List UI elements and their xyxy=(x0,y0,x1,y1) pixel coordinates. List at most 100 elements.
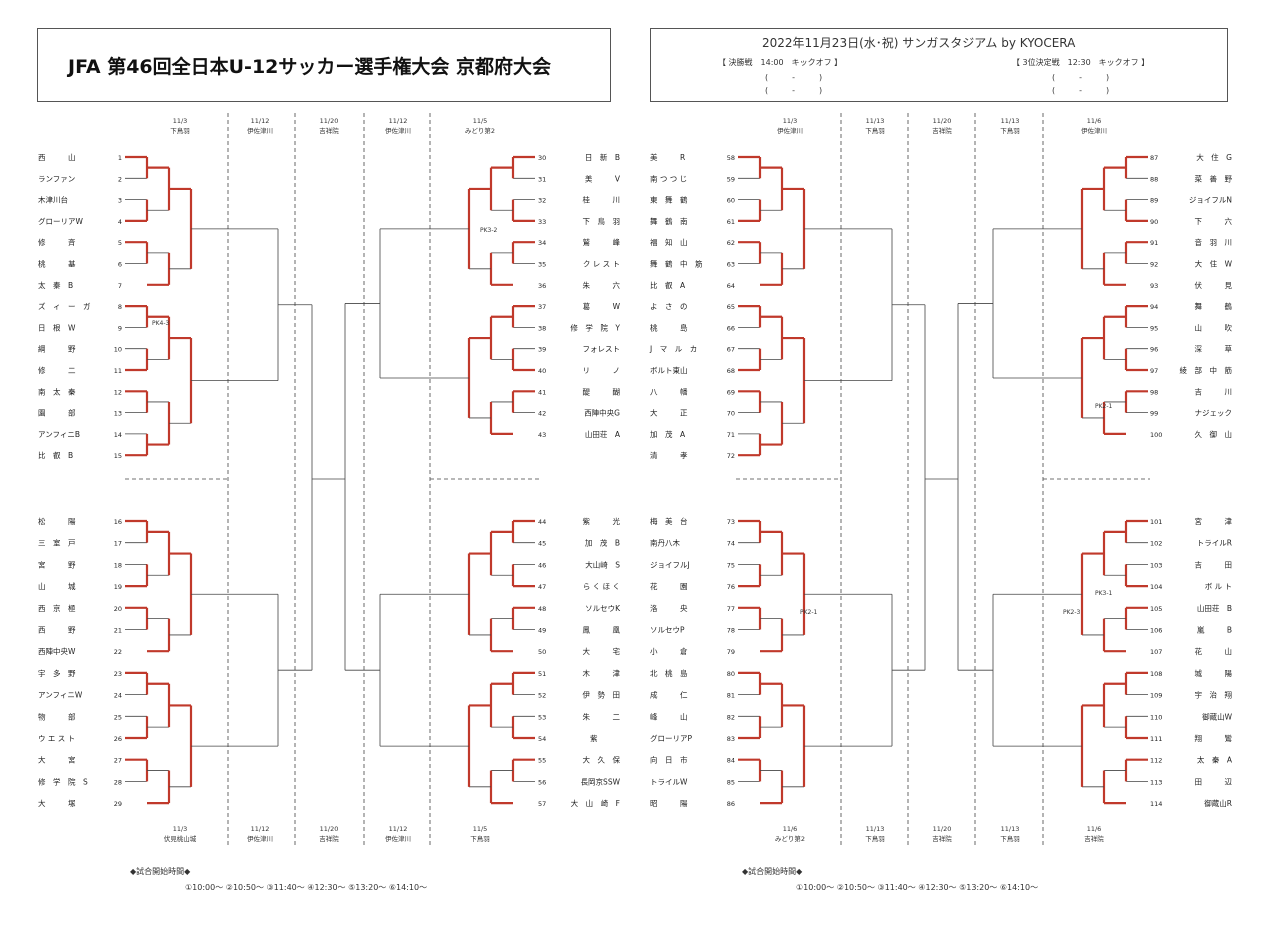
team-name: 物 部 xyxy=(38,711,76,721)
round-date: 11/6 xyxy=(1086,117,1102,125)
team-number: 47 xyxy=(538,583,546,591)
page-title: JFA 第46回全日本U-12サッカー選手権大会 京都府大会 xyxy=(68,56,551,78)
round-date: 11/12 xyxy=(250,825,270,833)
team-number: 40 xyxy=(538,367,546,375)
team-number: 103 xyxy=(1150,561,1162,569)
team-number: 79 xyxy=(727,648,735,656)
round-venue: みどり第2 xyxy=(464,127,496,135)
team-number: 96 xyxy=(1150,346,1158,354)
team-number: 22 xyxy=(114,648,122,656)
team-number: 112 xyxy=(1150,757,1162,765)
team-name: 鳳 凰 xyxy=(583,626,621,635)
team-number: 107 xyxy=(1150,648,1162,656)
team-name: 鷲 峰 xyxy=(583,237,621,247)
round-venue: 吉祥院 xyxy=(319,127,339,135)
team-number: 18 xyxy=(114,561,122,569)
round-venue: 吉祥院 xyxy=(932,127,952,135)
round-date: 11/5 xyxy=(472,117,488,125)
team-number: 111 xyxy=(1150,735,1162,743)
team-number: 28 xyxy=(114,778,122,786)
team-name: 紫 xyxy=(590,734,620,743)
team-name: 八 幡 xyxy=(650,386,688,396)
team-name: 比 叡 A xyxy=(650,280,686,290)
team-number: 12 xyxy=(114,388,122,396)
round-venue: 伊佐津川 xyxy=(247,127,273,135)
team-number: 1 xyxy=(118,154,122,162)
round-date: 11/6 xyxy=(782,825,798,833)
team-number: 83 xyxy=(727,735,735,743)
team-number: 74 xyxy=(727,540,735,548)
team-number: 77 xyxy=(727,605,735,613)
third-match: 【 3位決定戦 12:30 キックオフ 】 xyxy=(1012,58,1150,67)
team-name: 西陣中央G xyxy=(584,408,620,418)
team-name: よ さ の xyxy=(650,302,688,311)
round-venue: 下鳥羽 xyxy=(1000,835,1020,843)
team-name: 東 舞 鶴 xyxy=(650,195,688,205)
team-number: 21 xyxy=(114,627,122,635)
team-name: 山田荘 A xyxy=(585,429,621,439)
round-venue: みどり第2 xyxy=(774,835,806,843)
team-number: 65 xyxy=(727,303,735,311)
team-number: 26 xyxy=(114,735,122,743)
round-venue: 下鳥羽 xyxy=(1000,127,1020,135)
team-name: ク レ ス ト xyxy=(583,260,620,269)
team-name: ズ ィ ー ガ xyxy=(38,301,91,311)
round-venue: 下鳥羽 xyxy=(170,127,190,135)
round-date: 11/3 xyxy=(782,117,798,125)
team-number: 15 xyxy=(114,452,122,460)
team-number: 41 xyxy=(538,388,546,396)
team-name: 下 鳥 羽 xyxy=(583,216,621,226)
team-name: 城 陽 xyxy=(1195,669,1233,678)
team-number: 66 xyxy=(727,324,735,332)
team-number: 54 xyxy=(538,735,546,743)
team-name: 長岡京SSW xyxy=(581,776,621,786)
team-number: 75 xyxy=(727,561,735,569)
team-number: 78 xyxy=(727,627,735,635)
round-venue: 下鳥羽 xyxy=(865,835,885,843)
round-date: 11/20 xyxy=(932,825,952,833)
team-name: 大 塚 xyxy=(38,798,76,808)
team-number: 8 xyxy=(118,303,122,311)
round-venue: 下鳥羽 xyxy=(865,127,885,135)
team-name: 音 羽 川 xyxy=(1195,237,1233,247)
team-name: J マ ル カ xyxy=(649,345,697,354)
team-name: ら く ほ く xyxy=(583,582,620,591)
team-name: 舞 鶴 xyxy=(1195,301,1233,311)
team-number: 48 xyxy=(538,605,546,613)
team-name: 園 部 xyxy=(38,408,76,418)
team-number: 32 xyxy=(538,197,546,205)
team-name: 美 R xyxy=(650,152,685,162)
team-number: 11 xyxy=(114,367,122,375)
team-number: 94 xyxy=(1150,303,1158,311)
team-name: 田 辺 xyxy=(1195,777,1233,786)
team-name: 紫 光 xyxy=(583,516,621,526)
round-venue: 下鳥羽 xyxy=(470,835,490,843)
team-name: 宮 津 xyxy=(1195,516,1233,526)
team-number: 100 xyxy=(1150,431,1162,439)
team-number: 101 xyxy=(1150,518,1162,526)
team-number: 55 xyxy=(538,757,546,765)
team-name: 宇 多 野 xyxy=(38,668,76,678)
team-name: フォレスト xyxy=(583,345,621,354)
team-number: 84 xyxy=(727,757,735,765)
round-venue: 伊佐津川 xyxy=(777,127,803,135)
team-number: 37 xyxy=(538,303,546,311)
round-venue: 伊佐津川 xyxy=(1081,127,1107,135)
team-name: 南 つ つ じ xyxy=(650,173,687,183)
team-number: 17 xyxy=(114,540,122,548)
final-date: 2022年11月23日(水･祝) サンガスタジアム by KYOCERA xyxy=(762,36,1076,50)
team-name: 菜 善 野 xyxy=(1195,173,1233,183)
round-date: 11/6 xyxy=(1086,825,1102,833)
team-name: 醍 醐 xyxy=(583,386,621,396)
team-name: 松 陽 xyxy=(38,516,76,526)
team-number: 44 xyxy=(538,518,546,526)
team-number: 61 xyxy=(727,218,735,226)
team-name: 加 茂 B xyxy=(585,538,620,548)
team-name: ボ ル ト xyxy=(1205,582,1232,591)
team-number: 105 xyxy=(1150,605,1162,613)
team-number: 42 xyxy=(538,410,546,418)
team-name: 美 V xyxy=(585,173,621,183)
team-number: 109 xyxy=(1150,692,1162,700)
team-name: グローリアW xyxy=(38,216,83,226)
team-name: 西陣中央W xyxy=(38,646,76,656)
